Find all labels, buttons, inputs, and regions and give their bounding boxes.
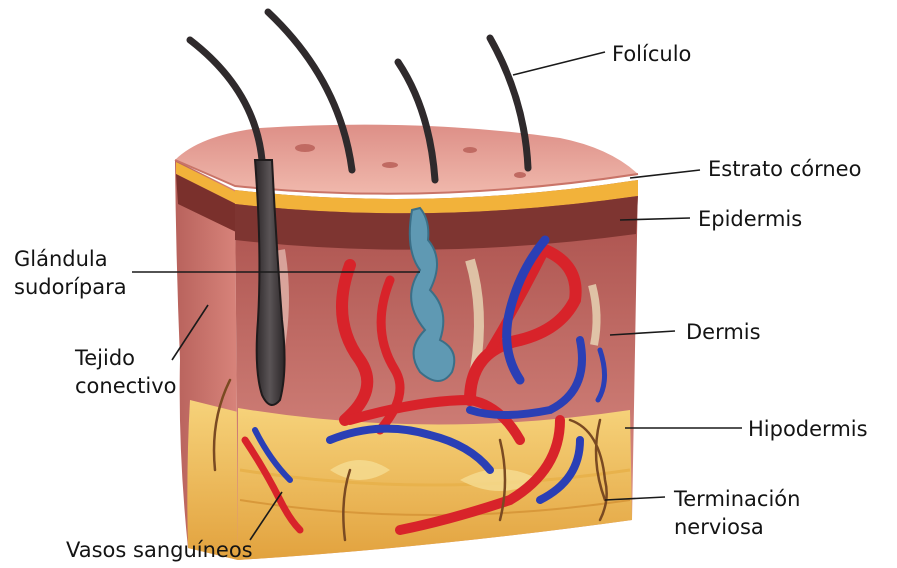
label-vasos-sanguineos: Vasos sanguíneos: [66, 536, 253, 564]
label-tejido-line2: conectivo: [75, 372, 177, 400]
label-tejido-line1: Tejido: [75, 344, 177, 372]
label-estrato-corneo-text: Estrato córneo: [708, 155, 861, 183]
label-hipodermis-text: Hipodermis: [748, 415, 868, 443]
block-left-face: [175, 160, 238, 560]
label-foliculo: Folículo: [612, 40, 691, 68]
label-glandula-line2: sudorípara: [14, 273, 127, 301]
label-glandula-line1: Glándula: [14, 245, 127, 273]
label-terminacion-line1: Terminación: [674, 485, 800, 513]
label-epidermis: Epidermis: [698, 205, 802, 233]
label-terminacion-line2: nerviosa: [674, 513, 800, 541]
label-dermis-text: Dermis: [686, 318, 761, 346]
label-terminacion-nerviosa: Terminación nerviosa: [674, 485, 800, 541]
label-vasos-text: Vasos sanguíneos: [66, 536, 253, 564]
label-foliculo-text: Folículo: [612, 40, 691, 68]
leader-foliculo: [513, 52, 605, 75]
label-estrato-corneo: Estrato córneo: [708, 155, 861, 183]
label-dermis: Dermis: [686, 318, 761, 346]
label-hipodermis: Hipodermis: [748, 415, 868, 443]
block-top-face: [175, 125, 638, 194]
label-tejido-conectivo: Tejido conectivo: [75, 344, 177, 400]
label-glandula-sudoripara: Glándula sudorípara: [14, 245, 127, 301]
leader-estrato-corneo: [630, 170, 700, 178]
label-epidermis-text: Epidermis: [698, 205, 802, 233]
